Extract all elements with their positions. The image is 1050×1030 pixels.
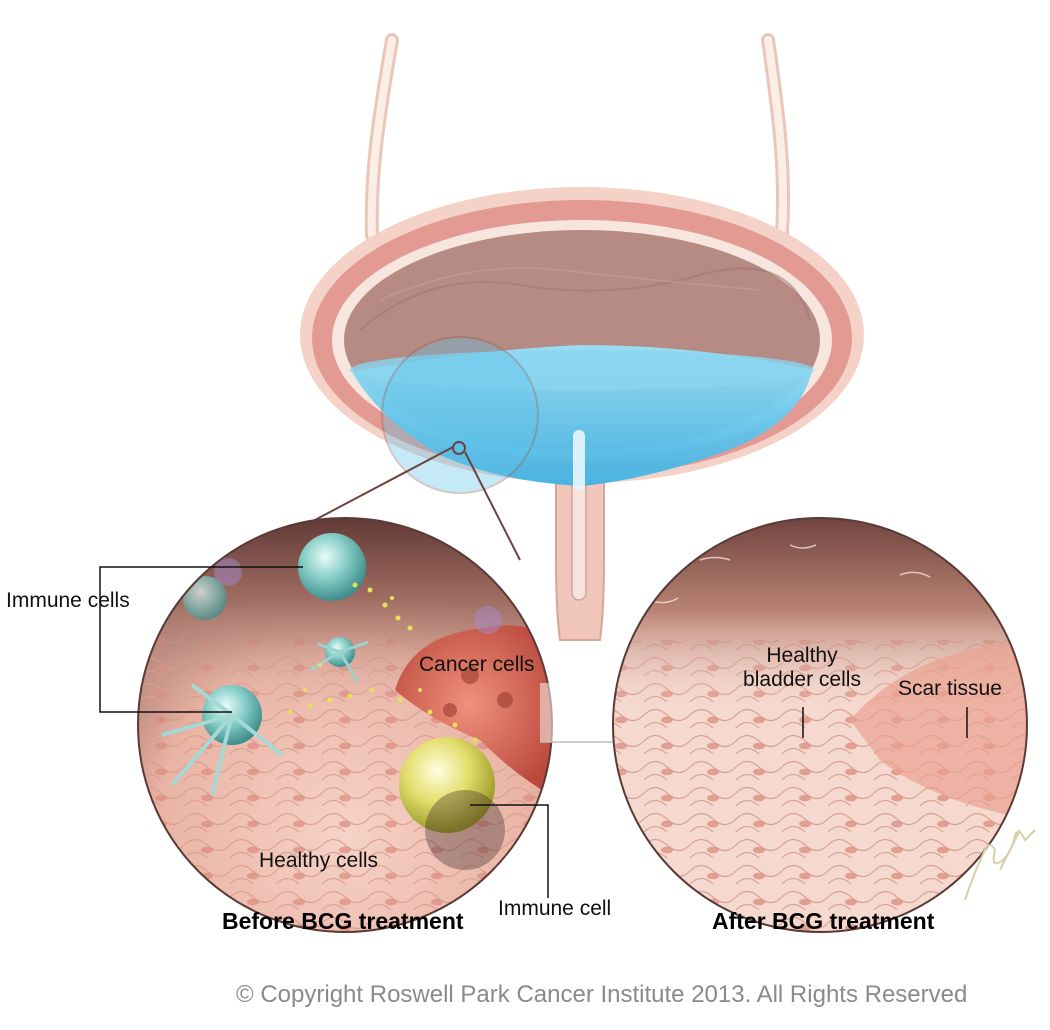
label-immune-cell: Immune cell bbox=[498, 897, 612, 920]
caption-after-treatment: After BCG treatment bbox=[712, 908, 935, 934]
label-healthy-bladder-cells-line1: Healthy bbox=[766, 644, 838, 667]
magnifier-circle bbox=[295, 336, 539, 561]
label-healthy-cells: Healthy cells bbox=[259, 849, 379, 872]
artist-signature bbox=[964, 829, 1036, 901]
copyright-notice: © Copyright Roswell Park Cancer Institut… bbox=[236, 981, 968, 1008]
after-circle-border bbox=[612, 517, 1028, 933]
caption-before-treatment: Before BCG treatment bbox=[222, 908, 464, 934]
before-treatment-circle bbox=[138, 518, 552, 932]
after-treatment-circle bbox=[613, 518, 1027, 932]
leader-lines bbox=[99, 566, 968, 898]
bladder bbox=[300, 187, 864, 490]
label-healthy-bladder-cells-line2: bladder cells bbox=[743, 668, 861, 692]
label-immune-cells: Immune cells bbox=[6, 589, 130, 612]
label-healthy-bladder-cells: Healthy bladder cells bbox=[722, 644, 882, 692]
urethra bbox=[555, 429, 605, 641]
ureters bbox=[364, 33, 791, 242]
label-scar-tissue: Scar tissue bbox=[898, 677, 1002, 700]
label-cancer-cells: Cancer cells bbox=[419, 653, 535, 676]
